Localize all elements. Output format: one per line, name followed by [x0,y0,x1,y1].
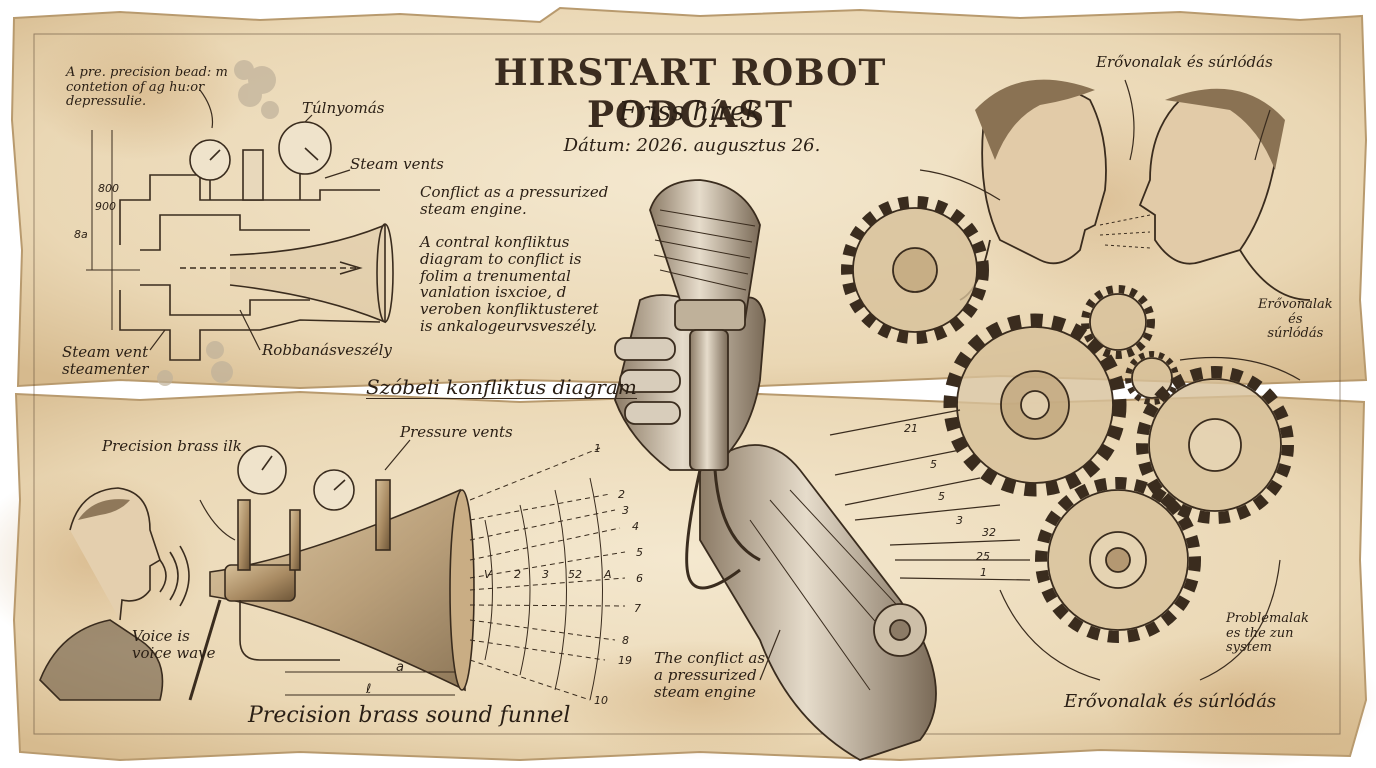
steam-vent-label: Steam vent steamenter [62,343,149,378]
conflict-english-note: Conflict as a pressurized steam engine. [420,183,609,218]
wave-number: 3 [622,504,629,517]
force-number: 5 [930,458,937,471]
precision-note: A pre. precision bead: m contetion of ag… [66,65,228,110]
inner-wave-number: 3 [542,568,549,581]
sound-funnel-caption: Precision brass sound funnel [248,703,571,728]
wave-number: 10 [594,694,608,707]
pressure-vents-label: Pressure vents [400,423,513,441]
force-number: 3 [956,514,963,527]
dimension-l: ℓ [366,682,372,697]
wave-number: 4 [632,520,639,533]
dimension-label: 900 [95,200,116,213]
explosion-label: Robbanásveszély [262,341,392,359]
arguing-faces [959,79,1311,301]
wave-number: 19 [618,654,632,667]
force-number: 21 [904,422,918,435]
problem-system-label: Problemalak es the zun system [1226,611,1309,656]
gear-train [841,196,1294,643]
wave-number: 5 [636,546,643,559]
dimension-label: 800 [98,182,119,195]
inner-wave-number: 52 [568,568,582,581]
steam-engine-diagram [86,89,394,361]
force-number: 5 [938,490,945,503]
oral-diagram-title: Szóbeli konfliktus diagram [366,375,637,400]
dimension-label: 8a [74,228,88,241]
date-label: Dátum: 2026. augusztus 26. [563,135,821,156]
force-friction-side-label: Erővonalak és súrlódás [1258,297,1333,342]
inner-wave-number: 2 [514,568,521,581]
wave-number: 6 [636,572,643,585]
robot-arm-microphone [614,179,937,761]
wave-number: 7 [634,602,641,615]
force-number: 1 [980,566,987,579]
steam-puffs [157,60,279,386]
dimension-a: a [396,660,404,675]
brass-sound-funnel [188,439,626,701]
inner-wave-number: V [484,568,492,581]
page-title: HIRSTART ROBOT PODCAST [493,52,887,136]
wave-number: 1 [594,442,601,455]
force-number: 25 [976,550,990,563]
force-friction-bottom-label: Erővonalak és súrlódás [1064,691,1277,712]
page-subtitle: Friss hírek [618,97,762,127]
conflict-hungarian-note: A contral konfliktus diagram to conflict… [420,233,599,335]
precision-brass-label: Precision brass ilk [102,437,242,455]
wave-number: 8 [622,634,629,647]
force-friction-top-label: Erővonalak és súrlódás [1096,53,1273,71]
conflict-engine-label: The conflict as a pressurized steam engi… [654,649,766,701]
steam-vents-label: Steam vents [350,155,444,173]
speaker-sketch [39,487,190,701]
wave-number: 2 [618,488,625,501]
voice-wave-label: Voice is voice wave [132,627,216,662]
overpressure-label: Túlnyomás [302,99,385,117]
inner-wave-number: A [604,568,612,581]
force-lines [829,79,1301,681]
force-number: 32 [982,526,996,539]
